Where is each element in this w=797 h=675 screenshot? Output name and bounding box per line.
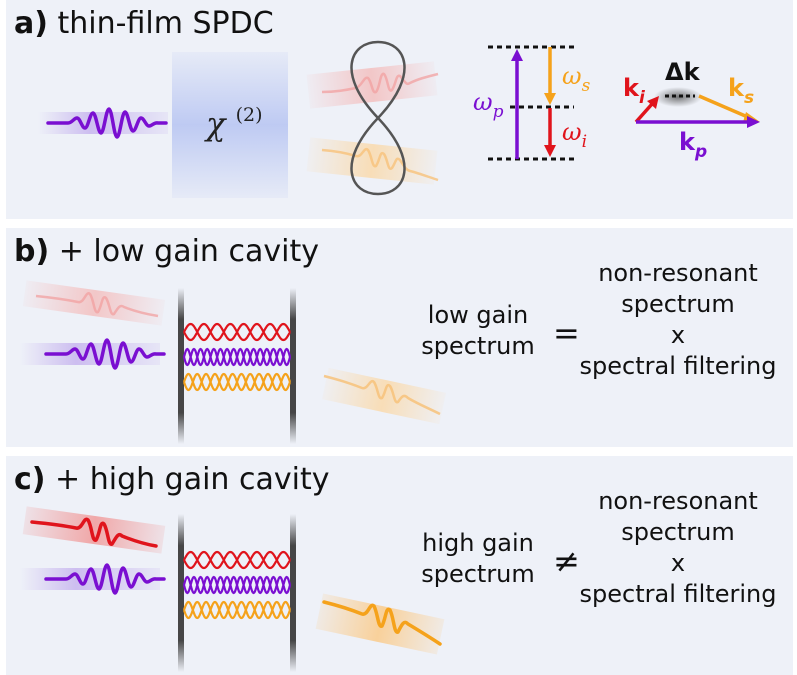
rhs-line3-b: x [670,321,686,349]
rhs-line1-c: non-resonant [598,487,758,515]
rhs-line1-b: non-resonant [598,259,758,287]
cavity-modes-b [182,322,292,392]
chi2-crystal [172,52,288,198]
cavity-mirror-right-c [290,514,296,672]
lhs-line2-c: spectrum [421,560,535,588]
rhs-line2-c: spectrum [621,518,735,546]
chi2-symbol: χ (2) [204,104,262,143]
pump-pulse-b [44,338,166,370]
idler-pulse-c [30,517,158,548]
signal-pulse-b [323,374,441,416]
panel-b-label: b) [14,234,50,269]
omega-p-label: ωp [473,88,504,122]
cavity-mirror-right-b [290,288,296,444]
energy-diagram: ωp ωs ωi [473,45,591,161]
cavity-modes-c [182,550,292,620]
equals-operator: = [553,314,580,352]
rhs-line4-b: spectral filtering [579,352,777,380]
delta-k-label: Δk [665,58,701,86]
k-i-label: ki [623,74,646,108]
panel-a-label: a) [14,6,48,41]
rhs-line3-c: x [670,549,686,577]
panel-b-title-text: + low gain cavity [58,234,319,269]
panel-b-title: b) + low gain cavity [14,234,319,269]
pump-pulse-c [44,563,166,595]
cavity-mirror-left-c [178,514,184,672]
lhs-line2-b: spectrum [421,332,535,360]
k-s-label: ks [728,74,754,108]
panel-a-title: a) thin-film SPDC [14,6,274,41]
signal-pulse-a [321,147,439,182]
panel-b: b) + low gain cavity low ga [6,228,793,447]
idler-pulse-a [321,72,439,94]
lhs-line1-c: high gain [422,529,534,557]
rhs-expression-b: non-resonant spectrum x spectral filteri… [578,258,778,382]
panel-c-figure [20,506,445,672]
omega-i-label: ωi [562,118,587,152]
idler-pulse-b [35,292,159,318]
omega-s-label: ωs [562,62,591,96]
entanglement-loop [350,40,406,196]
panel-a: a) thin-film SPDC [6,0,793,219]
not-equals-operator: ≠ [553,542,580,580]
signal-pulse-c [322,600,442,646]
panel-b-figure [20,280,447,444]
cavity-mirror-left-b [178,288,184,444]
rhs-line2-b: spectrum [621,290,735,318]
rhs-expression-c: non-resonant spectrum x spectral filteri… [578,486,778,610]
phase-matching-diagram: Δk ki ks kp [623,58,760,162]
low-gain-spectrum-label: low gain spectrum [410,300,546,362]
k-p-label: kp [679,128,707,162]
panel-c-label: c) [14,462,46,497]
lhs-line1-b: low gain [427,301,529,329]
panel-c: c) + high gain cavity [6,456,793,675]
high-gain-spectrum-label: high gain spectrum [406,528,550,590]
panel-a-figure: χ (2) ωp ωs ωi [38,40,760,198]
k-i-arrow [634,102,654,124]
panel-c-title-text: + high gain cavity [55,462,330,497]
panel-a-title-text: thin-film SPDC [57,6,274,41]
pump-pulse-a [46,107,168,139]
delta-k-glow [654,87,702,107]
panel-c-title: c) + high gain cavity [14,462,329,497]
idler-beam-c [22,506,166,554]
k-s-arrow [698,94,751,120]
rhs-line4-c: spectral filtering [579,580,777,608]
